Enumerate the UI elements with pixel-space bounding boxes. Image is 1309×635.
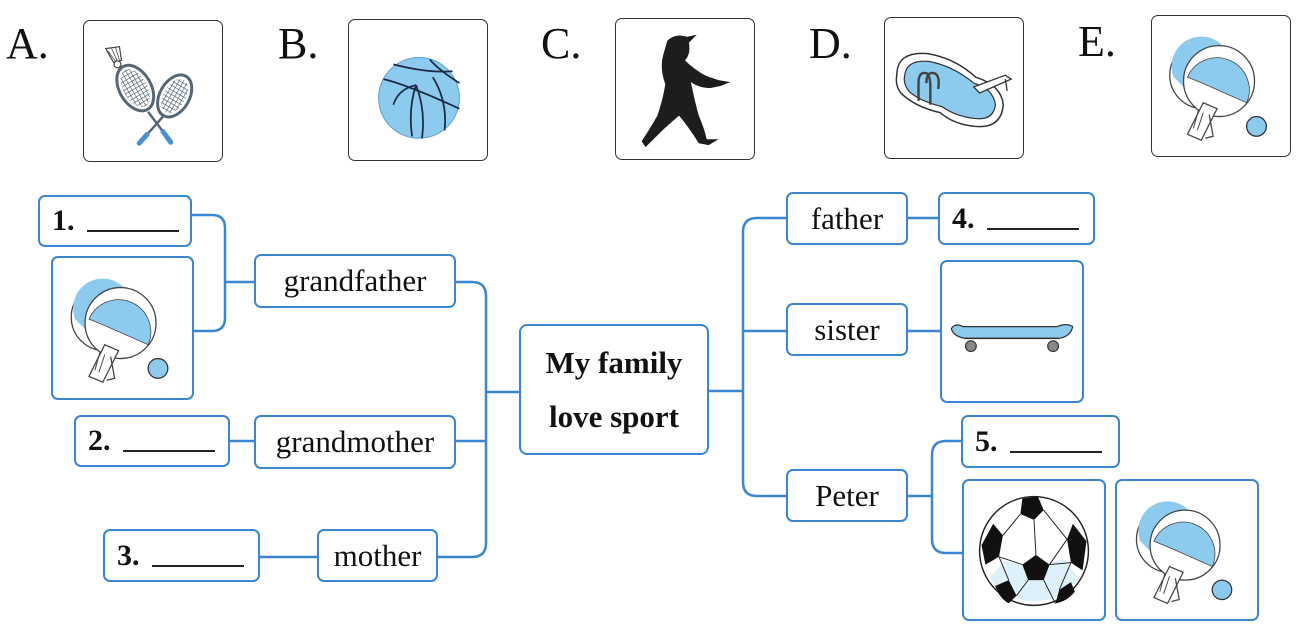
blank-3-answer-line[interactable] (151, 545, 244, 567)
option-d-picture[interactable] (884, 17, 1024, 159)
node-grandmother: grandmother (254, 415, 456, 469)
option-letter-a: A. (6, 19, 49, 68)
option-letter-d: D. (809, 19, 852, 68)
table-tennis-icon (1169, 35, 1267, 141)
center-topic-line-2: love sport (548, 398, 679, 434)
connector-blank1 (192, 213, 227, 333)
node-sister: sister (786, 303, 908, 356)
basketball-icon (378, 56, 460, 139)
blank-2-answer-line[interactable] (122, 430, 215, 452)
kung-fu-icon (641, 34, 731, 148)
blank-4-number: 4. (952, 201, 975, 235)
option-a-picture[interactable] (83, 20, 223, 162)
node-peter: Peter (786, 469, 908, 522)
connector-peter-branch (930, 439, 962, 555)
badminton-icon (104, 45, 194, 146)
option-letter-c: C. (541, 19, 582, 68)
blank-3[interactable]: 3. (103, 529, 260, 582)
center-topic-line-1: My family (545, 344, 683, 380)
blank-5[interactable]: 5. (961, 415, 1120, 468)
blank-1-answer-line[interactable] (86, 210, 179, 232)
node-mother: mother (317, 529, 438, 582)
center-topic: My family love sport (519, 324, 709, 455)
table-tennis-icon (1135, 500, 1233, 605)
connector-right-trunk (741, 216, 786, 498)
peter-picture-table-tennis (1115, 479, 1259, 621)
skateboard-icon (950, 324, 1074, 353)
soccer-ball-icon (978, 495, 1090, 607)
blank-2[interactable]: 2. (74, 415, 230, 467)
blank-3-number: 3. (117, 538, 140, 572)
option-b-picture[interactable] (348, 19, 488, 161)
blank-2-number: 2. (88, 424, 111, 457)
option-letter-e: E. (1078, 17, 1116, 66)
option-e-picture[interactable] (1151, 15, 1291, 157)
node-grandfather: grandfather (254, 254, 456, 308)
blank-5-number: 5. (975, 424, 998, 458)
blank-1[interactable]: 1. (38, 195, 192, 247)
blank-4[interactable]: 4. (938, 192, 1095, 245)
option-letter-b: B. (278, 19, 319, 68)
sister-picture (940, 260, 1084, 403)
blank-5-answer-line[interactable] (1009, 431, 1102, 453)
grandfather-picture (51, 256, 194, 400)
peter-picture-soccer (962, 479, 1106, 621)
blank-1-number: 1. (52, 204, 75, 237)
option-c-picture[interactable] (615, 18, 755, 160)
blank-4-answer-line[interactable] (986, 208, 1079, 230)
node-father: father (786, 192, 908, 245)
table-tennis-icon (70, 277, 169, 383)
swimming-pool-icon (895, 52, 1013, 128)
